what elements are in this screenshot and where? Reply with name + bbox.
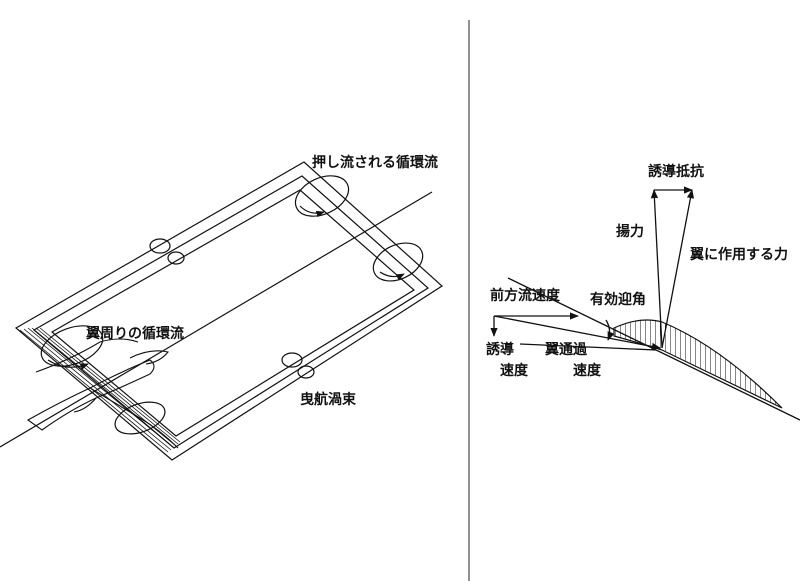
resultant-force-vector	[661, 189, 695, 349]
vortex-loop-middle	[32, 175, 429, 449]
flight-path-line	[0, 191, 433, 448]
label-wing-circulation: 翼周りの循環流	[86, 326, 184, 342]
circulation-swirls	[40, 175, 424, 435]
wing-passing-velocity-parallel	[519, 343, 657, 351]
label-wing-passing-velocity-line2: 速度	[573, 363, 601, 379]
label-lift: 揚力	[616, 224, 644, 240]
wing-passing-velocity-vector	[493, 315, 661, 351]
airfoil	[613, 319, 783, 409]
label-force-on-wing: 翼に作用する力	[690, 247, 788, 263]
label-pushed-circulation: 押し流される循環流	[312, 155, 438, 171]
label-freestream-velocity: 前方流速度	[490, 288, 560, 304]
label-trailing-vortex: 曳航渦束	[300, 392, 356, 408]
bird-illustration	[26, 338, 179, 449]
vortex-loop-inner	[50, 189, 416, 437]
label-effective-aoa: 有効迎角	[590, 292, 646, 308]
label-induced-drag: 誘導抵抗	[648, 164, 704, 180]
vortex-system-diagram	[0, 161, 443, 461]
lift-vector	[650, 189, 663, 349]
label-induced-velocity-line1: 誘導	[486, 342, 514, 358]
effective-aoa-arc	[605, 319, 615, 341]
force-vector-diagram	[490, 186, 800, 421]
label-wing-passing-velocity-line1: 翼通過	[545, 342, 587, 358]
vortex-loop-outer	[14, 161, 443, 461]
label-induced-velocity-line2: 速度	[500, 363, 528, 379]
